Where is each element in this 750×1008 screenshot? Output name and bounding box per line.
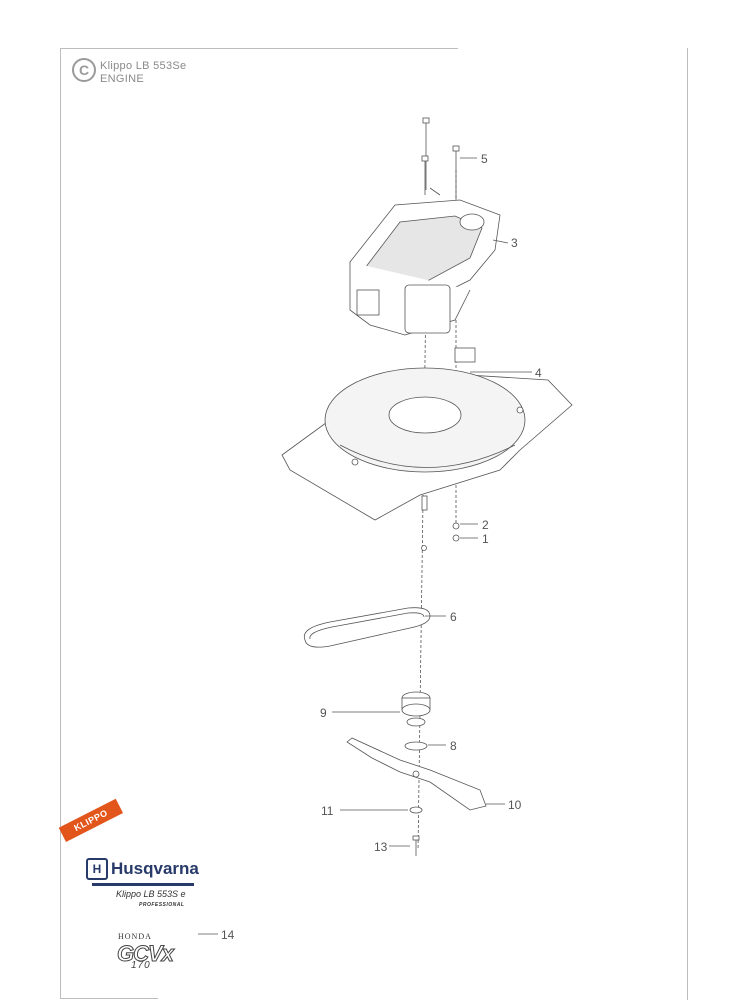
bolt-icon	[422, 117, 430, 190]
callout-1: 1	[482, 532, 489, 546]
callout-14: 14	[221, 928, 235, 942]
blade-bolt-icon	[412, 835, 420, 856]
honda-logo: HONDA	[118, 932, 152, 941]
frame-left-line	[60, 48, 61, 998]
washer-icon	[421, 545, 427, 551]
bolt-icon	[421, 155, 429, 195]
frame-top-line	[60, 48, 458, 49]
callout-8: 8	[450, 739, 457, 753]
key-icon	[421, 495, 428, 511]
section-letter-icon: C	[72, 58, 96, 82]
washer-icon	[452, 522, 460, 530]
blade-icon	[346, 737, 487, 811]
callout-10: 10	[508, 798, 522, 812]
frame-bottom-line	[60, 998, 158, 999]
husqvarna-crown-icon: H	[86, 858, 108, 880]
callout-6: 6	[450, 610, 457, 624]
callout-13: 13	[374, 840, 388, 854]
engine-icon	[349, 187, 501, 336]
callout-2: 2	[482, 518, 489, 532]
callout-11: 11	[321, 804, 334, 818]
engine-number: 170	[131, 960, 151, 971]
husqvarna-wordmark: Husqvarna	[111, 859, 199, 878]
callout-3: 3	[511, 236, 518, 250]
husqvarna-logo: H Husqvarna	[86, 858, 199, 880]
model-name: Klippo LB 553Se	[100, 60, 187, 72]
section-title: ENGINE	[100, 73, 144, 85]
husqvarna-divider	[92, 883, 194, 886]
blade-adapter-icon	[404, 741, 428, 751]
nut-icon	[452, 534, 460, 542]
mower-deck-icon	[281, 347, 573, 521]
drive-belt-icon	[303, 607, 431, 648]
bolt-icon	[452, 145, 460, 200]
husqvarna-model: Klippo LB 553S e	[116, 889, 186, 899]
frame-right-line	[687, 48, 688, 1000]
pulley-icon	[401, 691, 431, 727]
axis-line	[417, 289, 427, 851]
callout-5: 5	[481, 152, 488, 166]
callout-4: 4	[535, 366, 542, 380]
spring-washer-icon	[409, 806, 423, 814]
engine-logo: GCVx	[117, 941, 175, 967]
husqvarna-line: PROFESSIONAL	[139, 902, 185, 908]
leader-line-3	[492, 239, 509, 244]
callout-9: 9	[320, 706, 327, 720]
